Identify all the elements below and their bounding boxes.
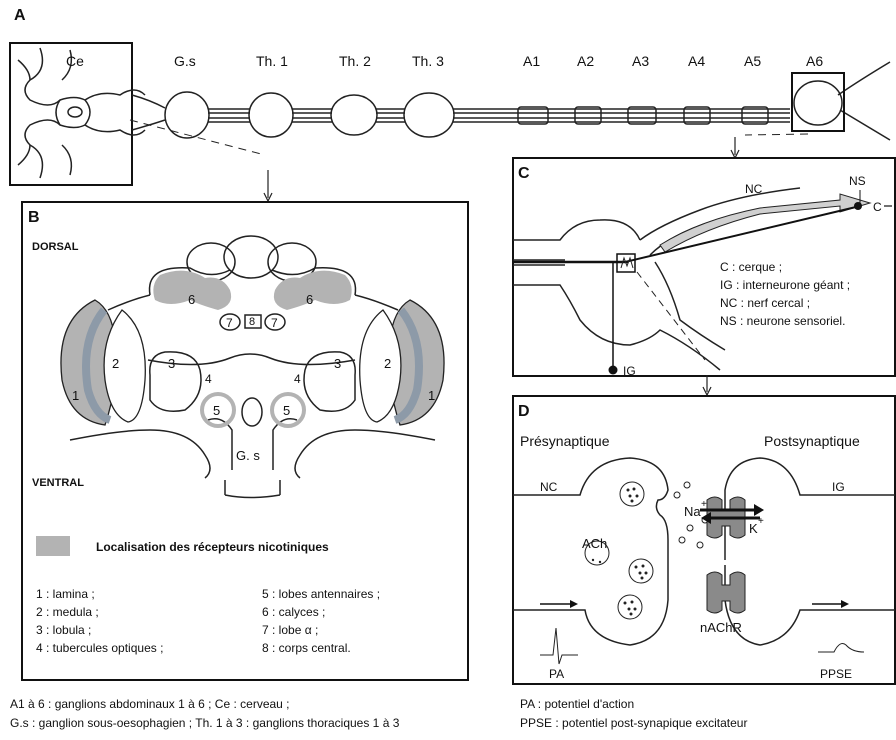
ganglion-label-gs: G.s (174, 53, 196, 69)
ganglion-label-a1: A1 (523, 53, 540, 69)
ach-label: ACh (582, 536, 607, 551)
presynaptic-label: Présynaptique (520, 433, 610, 449)
receptor-legend-swatch (36, 536, 70, 556)
panel-b: B DORSAL VENTRAL (22, 202, 468, 680)
legend-c-1: C : cerque ; (720, 260, 782, 274)
legend-c-3: NC : nerf cercal ; (720, 296, 810, 310)
panel-d-letter: D (518, 403, 530, 420)
nc-label-d: NC (540, 480, 558, 494)
ganglion-label-a6: A6 (806, 53, 823, 69)
region-number-5-right: 5 (283, 403, 290, 418)
region-number-4-right: 4 (294, 372, 301, 386)
panel-c: C NC NS C IG C : cerque ; (513, 158, 895, 395)
ganglion-label-th1: Th. 1 (256, 53, 288, 69)
legend-b-left-3: 3 : lobula ; (36, 623, 91, 637)
receptor-legend-label: Localisation des récepteurs nicotiniques (96, 540, 329, 554)
k-label: K (749, 521, 758, 536)
panel-d: D Présynaptique Postsynaptique (513, 396, 895, 684)
legend-d-line2: PPSE : potentiel post-synapique excitate… (520, 716, 747, 730)
region-number-4-left: 4 (205, 372, 212, 386)
panel-c-letter: C (518, 165, 530, 182)
nc-label: NC (745, 182, 763, 196)
panel-b-letter: B (28, 209, 40, 226)
k-plus: + (758, 516, 764, 527)
panel-c-frame (513, 158, 895, 376)
ventral-label: VENTRAL (32, 477, 84, 489)
legend-b-left-2: 2 : medula ; (36, 605, 99, 619)
gs-label: G. s (236, 448, 260, 463)
region-number-2-right: 2 (384, 356, 391, 371)
giant-interneuron-body (609, 366, 618, 375)
legend-c-4: NS : neurone sensoriel. (720, 314, 845, 328)
ganglion-label-a4: A4 (688, 53, 705, 69)
c-label: C (873, 200, 882, 214)
na-label: Na (684, 504, 701, 519)
legend-c-2: IG : interneurone géant ; (720, 278, 850, 292)
legend-d-line1: PA : potentiel d'action (520, 697, 634, 711)
ppse-label: PPSE (820, 667, 852, 681)
na-plus: + (701, 499, 707, 510)
legend-b-left-1: 1 : lamina ; (36, 587, 95, 601)
region-number-7-right: 7 (271, 316, 278, 330)
region-number-3-left: 3 (168, 356, 175, 371)
ig-label: IG (623, 364, 636, 378)
panel-a-letter: A (14, 7, 26, 24)
nerve-cord (132, 62, 890, 140)
ganglion-label-ce: Ce (66, 53, 84, 69)
sensory-neuron-body (854, 202, 862, 210)
legend-b-right-1: 5 : lobes antennaires ; (262, 587, 380, 601)
region-number-2-left: 2 (112, 356, 119, 371)
postsynaptic-label: Postsynaptique (764, 433, 860, 449)
region-number-3-right: 3 (334, 356, 341, 371)
region-number-5-left: 5 (213, 403, 220, 418)
legend-a-line1: A1 à 6 : ganglions abdominaux 1 à 6 ; Ce… (10, 697, 290, 711)
legend-b-right-3: 7 : lobe α ; (262, 623, 318, 637)
ganglion-label-a5: A5 (744, 53, 761, 69)
dash-to-c (745, 134, 808, 135)
region-number-8: 8 (249, 316, 255, 328)
legend-b-right-4: 8 : corps central. (262, 641, 351, 655)
region-number-7-left: 7 (226, 316, 233, 330)
ganglion-label-th2: Th. 2 (339, 53, 371, 69)
ns-label: NS (849, 174, 866, 188)
region-number-6-right: 6 (306, 292, 313, 307)
ganglion-label-th3: Th. 3 (412, 53, 444, 69)
ganglion-label-a2: A2 (577, 53, 594, 69)
pa-label: PA (549, 667, 564, 681)
legend-a-line2: G.s : ganglion sous-oesophagien ; Th. 1 … (10, 716, 400, 730)
dash-to-b (130, 120, 265, 155)
legend-b-left-4: 4 : tubercules optiques ; (36, 641, 163, 655)
region-number-1-left: 1 (72, 388, 79, 403)
dorsal-label: DORSAL (32, 241, 79, 253)
region-number-6-left: 6 (188, 292, 195, 307)
nachr-label: nAChR (700, 620, 742, 635)
ig-label-d: IG (832, 480, 845, 494)
region-number-1-right: 1 (428, 388, 435, 403)
legend-b-right-2: 6 : calyces ; (262, 605, 325, 619)
ganglion-label-a3: A3 (632, 53, 649, 69)
